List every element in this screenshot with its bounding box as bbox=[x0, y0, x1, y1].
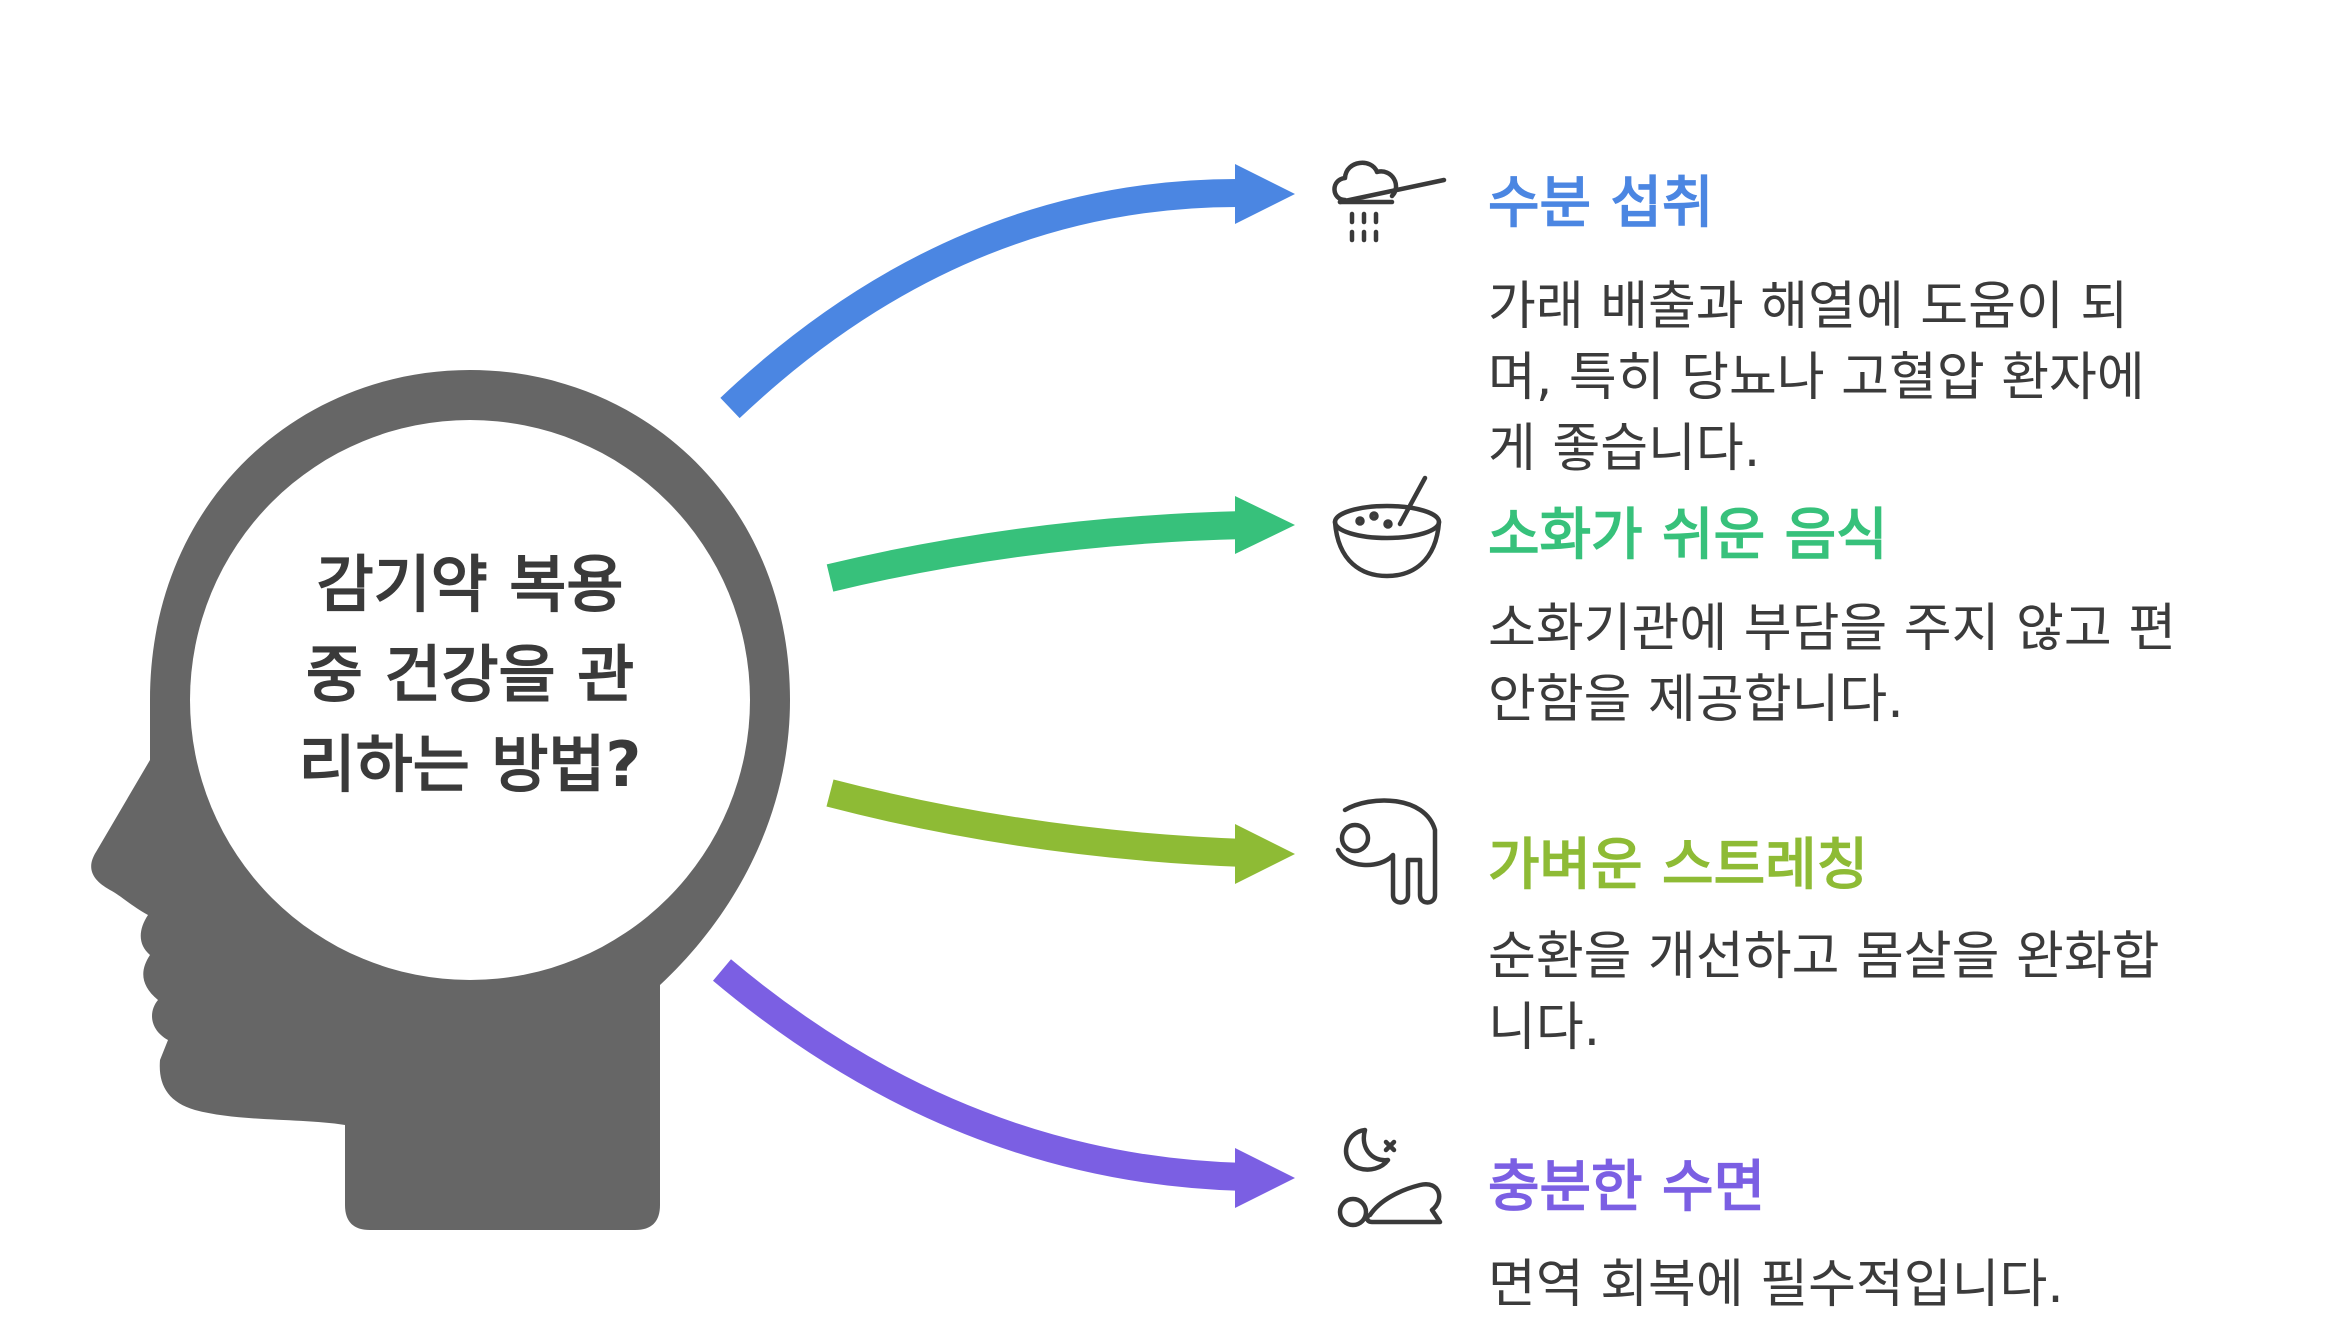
item-title-stretching: 가벼운 스트레칭 bbox=[1488, 833, 1869, 898]
central-question-line: 중 건강을 관 bbox=[305, 638, 635, 711]
item-desc-line: 안함을 제공합니다. bbox=[1488, 670, 1904, 730]
central-question: 감기약 복용 중 건강을 관 리하는 방법? bbox=[205, 540, 735, 810]
item-title-water: 수분 섭취 bbox=[1488, 171, 1714, 236]
central-question-line: 감기약 복용 bbox=[316, 548, 624, 621]
item-desc-line: 면역 회복에 필수적입니다. bbox=[1488, 1255, 2064, 1315]
item-desc-line: 순환을 개선하고 몸살을 완화합 bbox=[1488, 927, 2160, 987]
item-desc-line: 니다. bbox=[1488, 998, 1601, 1058]
item-desc-sleep: 면역 회복에 필수적입니다. bbox=[1488, 1250, 2288, 1321]
item-desc-line: 소화기관에 부담을 주지 않고 편 bbox=[1488, 599, 2177, 659]
arrow-food bbox=[826, 496, 1295, 592]
item-desc-food: 소화기관에 부담을 주지 않고 편 안함을 제공합니다. bbox=[1488, 594, 2288, 736]
item-title-sleep: 충분한 수면 bbox=[1488, 1155, 1766, 1220]
arrow-sleep bbox=[712, 959, 1295, 1208]
item-desc-line: 며, 특히 당뇨나 고혈압 환자에 bbox=[1488, 348, 2145, 408]
item-title-food: 소화가 쉬운 음식 bbox=[1488, 503, 1888, 568]
item-desc-water: 가래 배출과 해열에 도움이 되 며, 특히 당뇨나 고혈압 환자에 게 좋습니… bbox=[1488, 272, 2288, 485]
central-question-line: 리하는 방법? bbox=[298, 728, 642, 801]
soup-bowl-icon bbox=[1332, 475, 1442, 579]
arrow-water bbox=[720, 164, 1295, 419]
item-desc-line: 게 좋습니다. bbox=[1488, 419, 1761, 479]
arrow-stretching bbox=[826, 779, 1295, 884]
item-desc-stretching: 순환을 개선하고 몸살을 완화합 니다. bbox=[1488, 922, 2288, 1064]
water-tap-icon bbox=[1332, 160, 1447, 243]
item-desc-line: 가래 배출과 해열에 도움이 되 bbox=[1488, 277, 2129, 337]
head-inner-circle bbox=[190, 420, 750, 980]
stretching-icon bbox=[1335, 798, 1438, 905]
sleep-icon bbox=[1337, 1127, 1443, 1228]
